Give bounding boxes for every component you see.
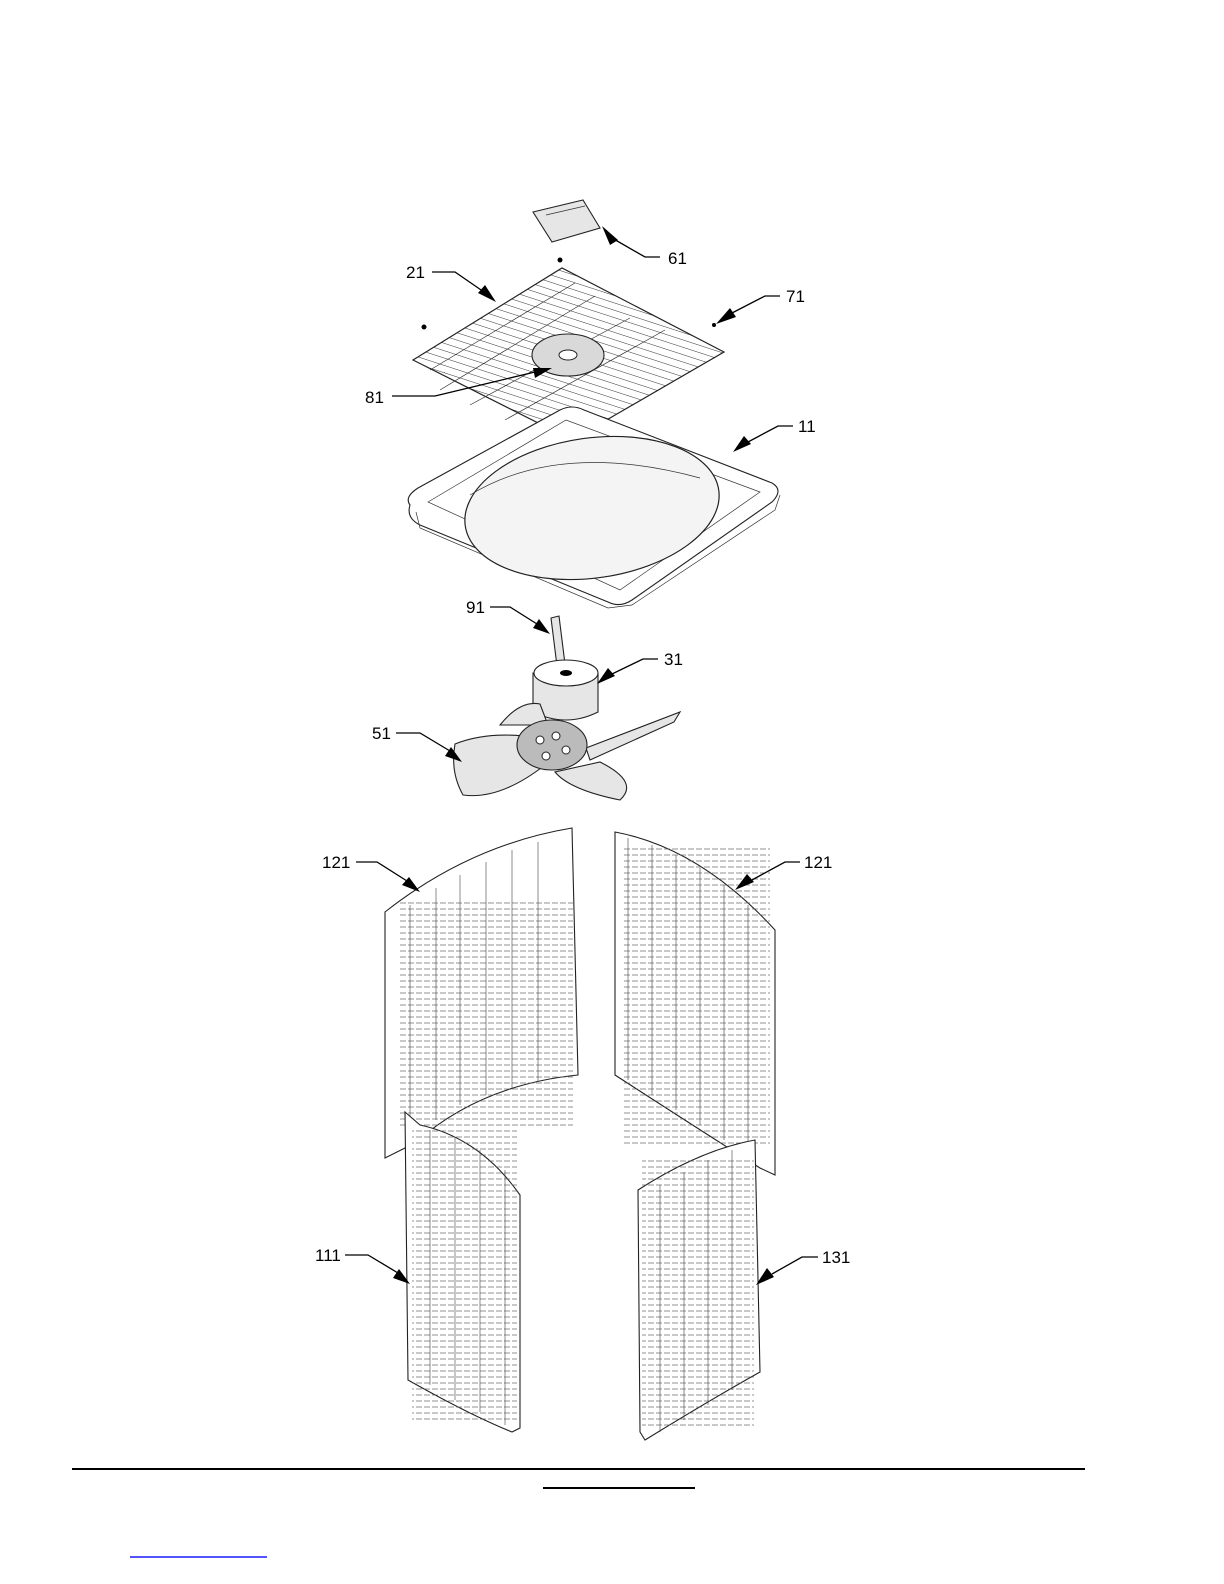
callout-label-131: 131: [822, 1248, 850, 1267]
side-panel-right-part: [615, 832, 775, 1175]
front-panel-left-part: [405, 1112, 520, 1432]
side-panel-left-part: [385, 828, 578, 1158]
callout-label-81: 81: [365, 388, 384, 407]
callout-label-21: 21: [406, 263, 425, 282]
callout-label-121-right: 121: [804, 853, 832, 872]
callout-label-61: 61: [668, 249, 687, 268]
callout-label-111: 111: [315, 1246, 341, 1265]
motor-shaft-part: [551, 616, 565, 666]
callout-label-91: 91: [466, 598, 485, 617]
top-cover-part: [408, 407, 780, 608]
callout-label-51: 51: [372, 724, 391, 743]
callout-label-71: 71: [786, 287, 805, 306]
callout-label-11: 11: [798, 417, 816, 436]
callout-label-121-left: 121: [322, 853, 350, 872]
front-panel-right-part: [638, 1140, 760, 1440]
callout-label-31: 31: [664, 650, 683, 669]
logo-badge-part: [533, 200, 600, 242]
